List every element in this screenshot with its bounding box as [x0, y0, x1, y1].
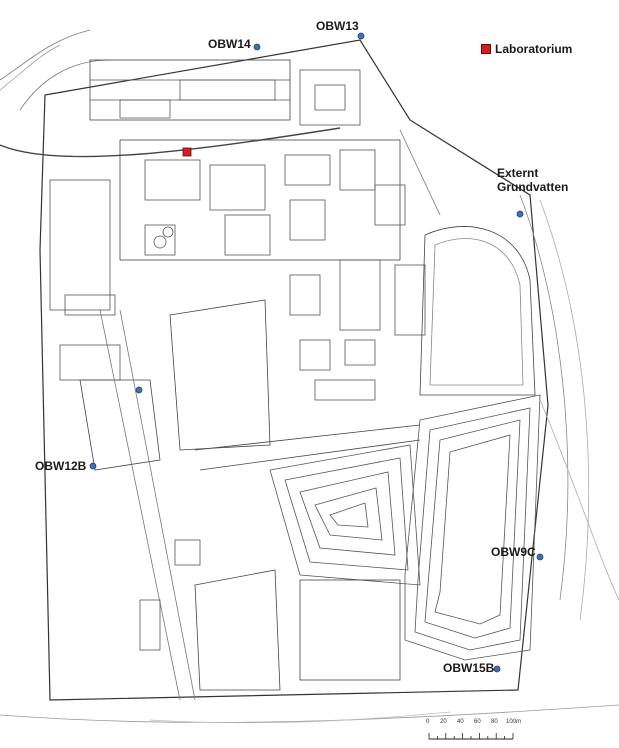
- landfill-north: [419, 226, 536, 396]
- scale-tick-0: 0: [426, 719, 430, 725]
- label-obw13: OBW13: [316, 19, 359, 33]
- obw13-marker[interactable]: [357, 32, 365, 40]
- laboratorium-legend-swatch: [481, 44, 491, 54]
- scale-tick-60: 60: [474, 719, 481, 725]
- scale-tick-80: 80: [491, 719, 498, 725]
- obw12b-secondary-marker[interactable]: [135, 386, 143, 394]
- scale-tick-40: 40: [457, 719, 464, 725]
- rail-line: [0, 127, 341, 158]
- legend: Laboratorium: [481, 42, 572, 56]
- obw12b-marker[interactable]: [89, 462, 97, 470]
- label-grundvatten: Grundvatten: [497, 180, 569, 194]
- obw14-marker[interactable]: [253, 43, 261, 51]
- scale-bar-ruler: [428, 733, 514, 740]
- landfill-south: [269, 394, 541, 661]
- scale-tick-20: 20: [440, 719, 447, 725]
- laboratorium-marker[interactable]: [182, 147, 192, 157]
- legend-label: Laboratorium: [495, 42, 573, 56]
- externt-grundvatten-marker[interactable]: [516, 210, 524, 218]
- label-obw12b: OBW12B: [35, 459, 87, 473]
- obw15b-marker[interactable]: [493, 665, 501, 673]
- label-obw15b: OBW15B: [443, 661, 495, 675]
- site-boundary: [39, 39, 549, 701]
- scale-bar: 0 20 40 60 80 100m: [426, 719, 526, 745]
- scale-tick-100m: 100m: [506, 719, 522, 725]
- label-obw9c: OBW9C: [491, 545, 536, 559]
- label-obw14: OBW14: [208, 37, 251, 51]
- obw9c-marker[interactable]: [536, 553, 544, 561]
- label-externt: Externt: [497, 166, 539, 180]
